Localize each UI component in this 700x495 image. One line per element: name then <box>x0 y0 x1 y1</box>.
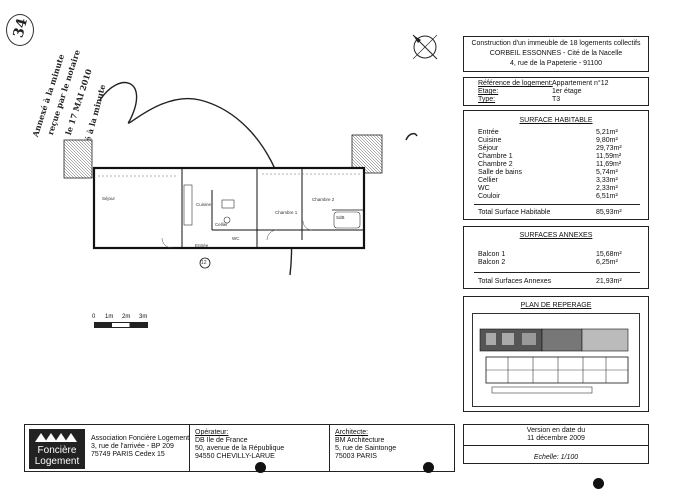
total-annexes-label: Total Surfaces Annexes <box>478 278 552 285</box>
divider <box>329 425 330 471</box>
operator-label: Opérateur: <box>195 429 229 436</box>
scale-label-2m: 2m <box>122 314 131 320</box>
project-line1: Construction d'un immeuble de 18 logemen… <box>471 40 641 47</box>
version-line1: Version en date du <box>526 427 586 434</box>
type-value: T3 <box>552 96 561 103</box>
divider <box>189 425 190 471</box>
punch-hole <box>255 462 266 473</box>
project-line3: 4, rue de la Papeterie - 91100 <box>509 60 603 67</box>
plan-reperage-box: PLAN DE REPERAGE <box>463 296 649 412</box>
fonciere-logo: Foncière Logement <box>29 429 85 469</box>
project-header-box: Construction d'un immeuble de 18 logemen… <box>463 36 649 72</box>
plan-label-entree: Entrée <box>195 243 209 248</box>
reference-box: Référence de logement: Appartement n°12 … <box>463 77 649 106</box>
owner-address2: 75749 PARIS Cedex 15 <box>91 451 165 458</box>
site-plan-map <box>479 328 629 394</box>
version-scale: Echelle: 1/100 <box>533 454 579 461</box>
site-plan-frame <box>472 313 640 407</box>
project-line2: CORBEIL ESSONNES - Cité de la Nacelle <box>489 50 623 57</box>
total-habitable-value: 85,93m² <box>596 209 622 216</box>
punch-hole <box>593 478 604 489</box>
plan-apartment-marker: 12 <box>201 260 207 266</box>
floor-value: 1er étage <box>552 88 582 95</box>
floor-plan <box>63 134 383 269</box>
plan-label-chambre1: Chambre 1 <box>275 210 298 215</box>
scale-bar <box>94 322 148 328</box>
north-compass-icon <box>412 34 438 60</box>
plan-reperage-title: PLAN DE REPERAGE <box>520 302 592 309</box>
owner-name: Association Foncière Logement <box>91 435 190 442</box>
balcon2-name: Balcon 2 <box>478 259 506 266</box>
plan-label-chambre2: Chambre 2 <box>312 197 335 202</box>
surface-habitable-title: SURFACE HABITABLE <box>519 117 593 124</box>
scale-label-1m: 1m <box>105 314 114 320</box>
plan-label-sejour: Séjour <box>102 196 116 201</box>
page-number-circle <box>6 14 34 46</box>
operator-address1: 50, avenue de la République <box>195 445 285 452</box>
architect-name: BM Architecture <box>335 437 385 444</box>
divider <box>474 272 640 273</box>
scale-label-3m: 3m <box>139 314 148 320</box>
architect-address1: 5, rue de Saintonge <box>335 445 397 452</box>
ref-value: Appartement n°12 <box>552 80 609 87</box>
ref-label: Référence de logement: <box>478 80 553 87</box>
floor-label: Etage: <box>478 88 499 95</box>
plan-label-wc: WC <box>232 236 240 241</box>
operator-address2: 94550 CHEVILLY-LARUE <box>195 453 275 460</box>
pen-mark <box>405 132 418 141</box>
architect-label: Architecte: <box>335 429 369 436</box>
surfaces-annexes-box: SURFACES ANNEXES Balcon 1 15,68m² Balcon… <box>463 226 649 289</box>
type-label: Type: <box>478 96 496 103</box>
balcon2-area: 6,25m² <box>596 259 618 266</box>
version-box: Version en date du 11 décembre 2009 Eche… <box>463 424 649 464</box>
version-date: 11 décembre 2009 <box>527 435 585 442</box>
owner-address1: 3, rue de l'arrivée - BP 209 <box>91 443 174 450</box>
plan-label-cuisine: Cuisine <box>196 202 212 207</box>
plan-label-sdb: SdB <box>336 215 345 220</box>
divider <box>464 445 648 446</box>
balcon1-name: Balcon 1 <box>478 251 506 258</box>
balcon1-area: 15,68m² <box>596 251 622 258</box>
total-habitable-label: Total Surface Habitable <box>478 209 551 216</box>
scale-label-0: 0 <box>92 314 96 320</box>
operator-name: DB Ile de France <box>195 437 248 444</box>
logo-line1: Foncière <box>37 445 77 456</box>
plan-label-cellier: Cellier <box>215 222 228 227</box>
logo-mark-icon <box>35 433 77 442</box>
architect-address2: 75003 PARIS <box>335 453 377 460</box>
punch-hole <box>423 462 434 473</box>
logo-line2: Logement <box>34 456 80 467</box>
surfaces-annexes-title: SURFACES ANNEXES <box>519 232 593 239</box>
footer-box: Foncière Logement Association Foncière L… <box>24 424 455 472</box>
total-annexes-value: 21,93m² <box>596 278 622 285</box>
divider <box>474 204 640 205</box>
